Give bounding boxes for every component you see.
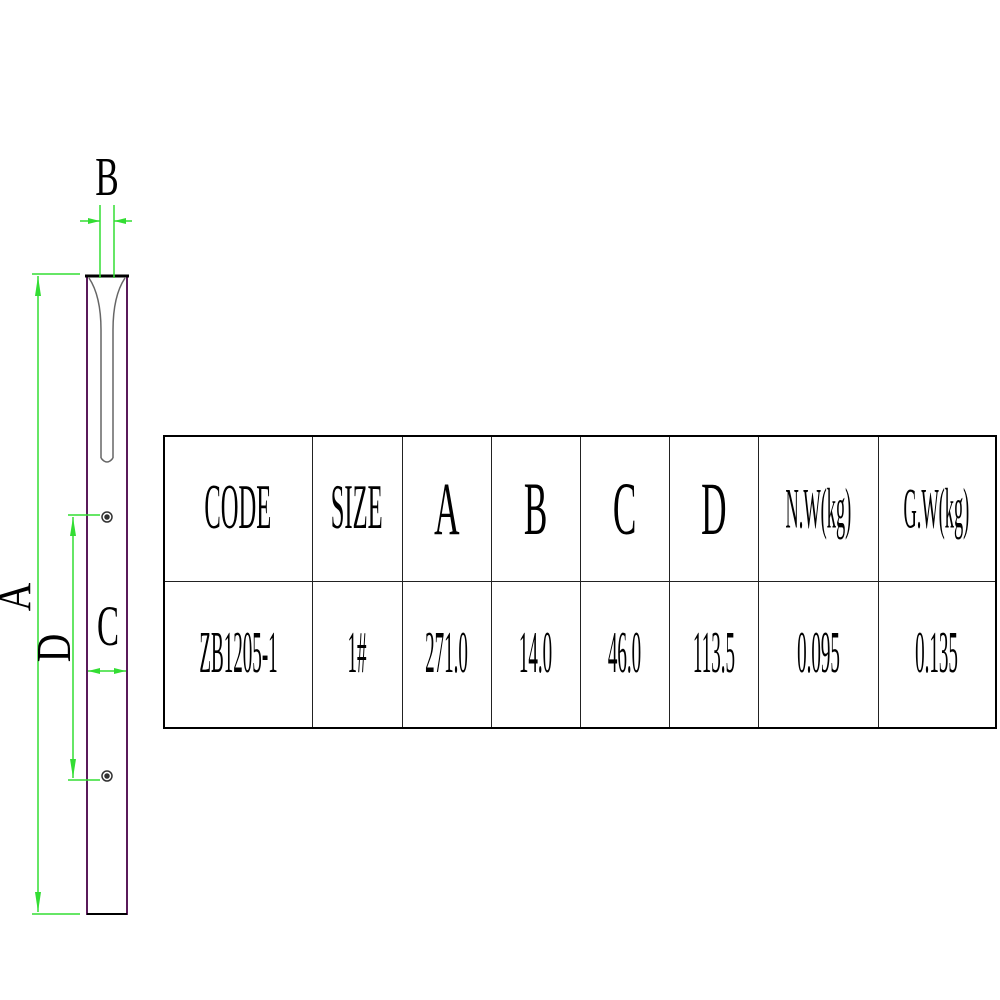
header-c: C (579, 435, 670, 582)
dim-b-arrow-right (114, 218, 126, 224)
cell-a: 271.0 (401, 581, 492, 729)
cell-net-weight: 0.095 (757, 581, 879, 729)
dim-d-arrow-top (70, 517, 76, 536)
header-d: D (668, 435, 759, 582)
tube-slot-bottom (100, 457, 114, 463)
hole-upper (101, 511, 113, 523)
tube-mouth-left-curve (88, 277, 102, 458)
part-outline (85, 274, 129, 915)
tube-mouth-right-curve (112, 277, 126, 458)
dim-b-arrow-left (88, 218, 100, 224)
cell-gross-weight: 0.135 (877, 581, 997, 729)
cell-b: 14.0 (490, 581, 581, 729)
cell-code: ZB1205-1 (163, 581, 313, 729)
dim-label-d: D (27, 634, 81, 663)
cell-size: 1# (311, 581, 403, 729)
cell-d: 113.5 (668, 581, 759, 729)
header-a: A (401, 435, 492, 582)
dim-c-arrow-left (88, 668, 100, 674)
dim-d-arrow-bottom (70, 759, 76, 778)
header-size: SIZE (311, 435, 403, 582)
dim-label-b: B (95, 146, 118, 207)
dim-a-arrow-top (35, 276, 41, 296)
dim-label-a: A (0, 583, 41, 612)
header-b: B (490, 435, 581, 582)
header-code: CODE (163, 435, 313, 582)
cell-c: 46.0 (579, 581, 670, 729)
header-gross-weight: G.W(kg) (877, 435, 997, 582)
header-net-weight: N.W(kg) (757, 435, 879, 582)
dim-a-arrow-bottom (35, 892, 41, 912)
dimension-lines (32, 205, 132, 915)
dim-c-arrow-right (114, 668, 126, 674)
table-row: ZB1205-1 1# 271.0 14.0 46.0 113.5 0.095 … (163, 581, 997, 729)
spec-table: CODE SIZE A B C D N.W(kg) G.W(kg) ZB1205… (163, 435, 997, 729)
hole-lower (101, 770, 113, 782)
dim-label-c: C (97, 595, 119, 659)
table-header-row: CODE SIZE A B C D N.W(kg) G.W(kg) (163, 435, 997, 582)
